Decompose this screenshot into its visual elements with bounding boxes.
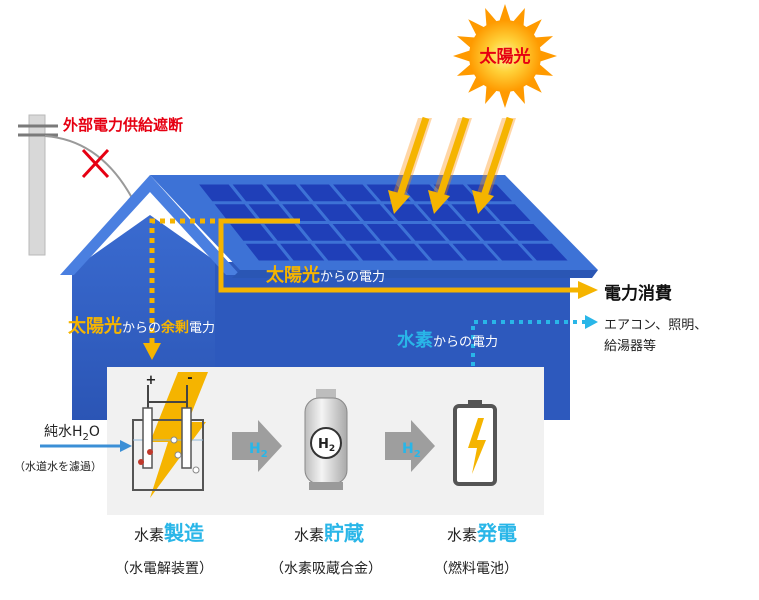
solar-panel-cell (451, 204, 497, 221)
solar-panel-cell (245, 243, 290, 261)
surplus-label-strong: 太陽光 (68, 315, 122, 337)
solar-power-line (218, 218, 598, 299)
solar-panel-cell (452, 243, 499, 261)
stage-1-detail: （水電解装置） (115, 561, 213, 577)
water-input-label: 純水H2O (44, 424, 100, 443)
consumption-line-2: 給湯器等 (604, 338, 656, 354)
hydrogen-power-line (471, 315, 598, 402)
sun-spike (498, 89, 512, 108)
solar-panel-cell (280, 243, 325, 261)
water-label-prefix: 純水H (44, 424, 83, 440)
h2-arrow-1-label: H2 (249, 441, 268, 460)
surplus-power-line (143, 218, 215, 360)
solar-panel-cell (349, 204, 395, 221)
solar-panel-cell (316, 204, 361, 221)
stage-2-keyword: 貯蔵 (324, 521, 364, 545)
h2-arrow-2-sub: 2 (414, 449, 421, 460)
h2-flow-arrow-2 (385, 420, 435, 472)
surplus-label-mid: からの (122, 321, 161, 336)
electrolyzer-plus-sign: + (146, 373, 157, 388)
sunlight-rays (388, 116, 516, 214)
solar-panel-cell (232, 184, 276, 202)
solar-panel-cell (400, 224, 446, 241)
stage-3-prefix: 水素 (447, 526, 477, 544)
electrolyzer-icon (132, 372, 208, 498)
hydrogen-label-strong: 水素 (397, 329, 433, 351)
tank-h2-main: H (318, 437, 329, 452)
solar-panel-cell (230, 224, 274, 241)
stage-1-prefix: 水素 (134, 526, 164, 544)
stage-3-detail: （燃料電池） (434, 560, 518, 577)
hydrogen-power-label: 水素からの電力 (397, 329, 498, 351)
h2-arrow-1-sub: 2 (261, 449, 268, 460)
stage-3-title: 水素発電 (447, 521, 517, 545)
fuel-cell-battery-icon (453, 400, 497, 486)
solar-panel-cell (282, 204, 327, 221)
tank-h2-label: H2 (318, 437, 335, 454)
solar-panel-cell (418, 243, 464, 261)
surplus-label-hi: 余剰 (160, 319, 189, 336)
solar-panel-cell (349, 243, 394, 261)
solar-panel-cell (248, 204, 292, 221)
h2-arrow-2-label: H2 (402, 441, 421, 460)
solar-panel-cell (485, 204, 531, 221)
sun-spike (453, 49, 472, 63)
stage-2-detail: （水素吸蔵合金） (270, 561, 382, 577)
stage-2-title: 水素貯蔵 (294, 521, 364, 545)
solar-panel-cell (466, 184, 513, 202)
stage-2-prefix: 水素 (294, 526, 324, 544)
solar-panel-cell (199, 184, 243, 202)
solar-panel-cell (264, 224, 309, 241)
electrolyzer-minus-sign: - (187, 371, 192, 386)
solar-panel-cell (298, 224, 343, 241)
solar-panel-array (199, 184, 568, 261)
surplus-label-rest: 電力 (189, 321, 215, 336)
solar-panel-cell (333, 184, 378, 202)
solar-panel-cell (503, 224, 550, 241)
solar-panel-cell (469, 224, 515, 241)
solar-panel-cell (366, 224, 412, 241)
sun-label: 太陽光 (480, 46, 531, 67)
hydrogen-tank-icon (304, 389, 348, 490)
hydrogen-label-rest: からの電力 (433, 335, 498, 350)
h2-flow-arrow-1 (232, 420, 282, 472)
surplus-power-label: 太陽光からの余剰電力 (68, 315, 215, 337)
water-input-arrow (40, 440, 132, 452)
solar-panel-cell (486, 243, 533, 261)
utility-pole (18, 114, 133, 256)
solar-panel-cell (332, 224, 377, 241)
solar-panel-cell (214, 204, 258, 221)
water-input-note: （水道水を濾過） (14, 459, 102, 473)
solar-panel-cell (383, 243, 429, 261)
power-cut-label: 外部電力供給遮断 (62, 116, 183, 134)
solar-panel-cell (521, 243, 568, 261)
consumption-title: 電力消費 (604, 283, 672, 304)
solar-panel-cell (417, 204, 463, 221)
sun-icon (453, 4, 557, 108)
h2-arrow-1-main: H (249, 441, 261, 457)
solar-panel-cell (266, 184, 310, 202)
consumption-line-1: エアコン、照明、 (604, 318, 707, 333)
stage-1-keyword: 製造 (164, 521, 205, 545)
water-label-sub: 2 (83, 432, 89, 443)
solar-panel-cell (299, 184, 344, 202)
solar-power-label-rest: からの電力 (320, 270, 385, 285)
sun-spike (498, 4, 512, 23)
tank-h2-sub: 2 (329, 444, 335, 454)
solar-power-label: 太陽光からの電力 (266, 264, 385, 286)
h2-arrow-2-main: H (402, 441, 414, 457)
water-label-suffix: O (89, 424, 100, 440)
solar-power-label-strong: 太陽光 (266, 264, 320, 286)
stage-1-title: 水素製造 (134, 521, 205, 545)
solar-panel-cell (434, 224, 481, 241)
power-cut-cross-icon (81, 148, 110, 179)
solar-panel-cell (314, 243, 360, 261)
stage-3-keyword: 発電 (476, 521, 517, 545)
sun-spike (538, 49, 557, 63)
